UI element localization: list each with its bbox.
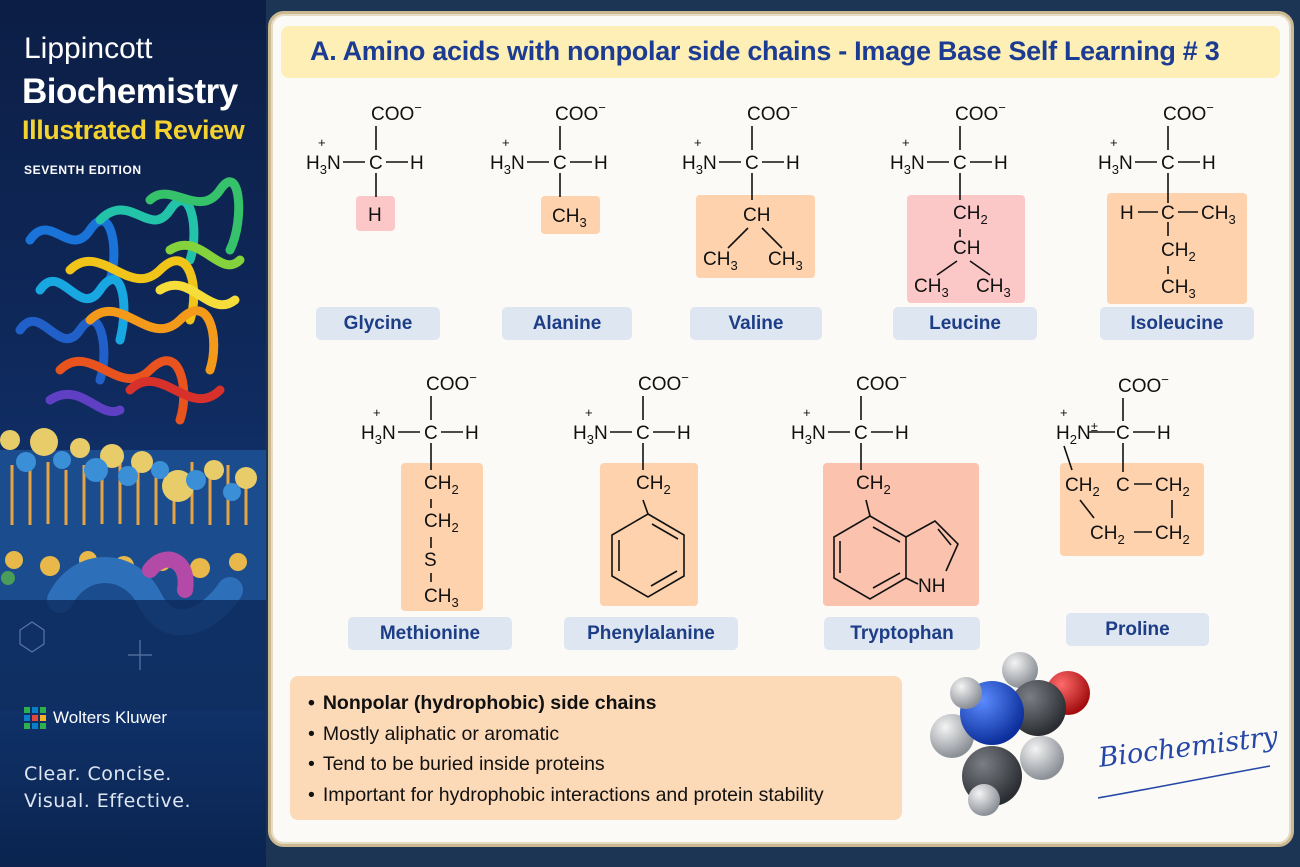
ball-and-stick-molecule-model — [930, 652, 1090, 816]
key-point: Important for hydrophobic interactions a… — [308, 780, 824, 811]
protein-ribbon-illustration — [15, 177, 245, 425]
amino-acid-name-badge: Alanine — [502, 307, 632, 340]
amino-acid-name-badge: Methionine — [348, 617, 512, 650]
cover-edition: SEVENTH EDITION — [24, 163, 142, 177]
book-cover: Lippincott Biochemistry Illustrated Revi… — [0, 0, 266, 867]
amino-acid-name-badge: Proline — [1066, 613, 1209, 646]
page-title: A. Amino acids with nonpolar side chains… — [310, 36, 1220, 66]
key-point: Nonpolar (hydrophobic) side chains — [308, 688, 824, 719]
publisher-name: Wolters Kluwer — [53, 708, 167, 727]
cover-tagline-2: Visual. Effective. — [24, 790, 192, 812]
key-point: Mostly aliphatic or aromatic — [308, 719, 824, 750]
header-band — [281, 26, 1280, 78]
amino-acid-name-badge: Leucine — [893, 307, 1037, 340]
amino-acid-name-badge: Isoleucine — [1100, 307, 1254, 340]
key-points-list: Nonpolar (hydrophobic) side chains Mostl… — [308, 688, 824, 810]
key-point: Tend to be buried inside proteins — [308, 749, 824, 780]
cover-brand: Lippincott — [24, 32, 153, 65]
cover-publisher: Wolters Kluwer — [24, 707, 167, 729]
cover-title: Biochemistry — [22, 72, 238, 111]
signature-underline — [1097, 765, 1271, 799]
key-points-box: Nonpolar (hydrophobic) side chains Mostl… — [290, 676, 902, 820]
amino-acid-name-badge: Glycine — [316, 307, 440, 340]
lipid-bilayer-illustration — [0, 428, 266, 710]
cover-illustration — [0, 177, 266, 710]
amino-acid-name-badge: Valine — [690, 307, 822, 340]
cover-subtitle: Illustrated Review — [22, 115, 245, 145]
cover-tagline-1: Clear. Concise. — [24, 763, 172, 785]
wolters-kluwer-logo — [24, 707, 46, 729]
amino-acid-name-badge: Tryptophan — [824, 617, 980, 650]
amino-acid-name-badge: Phenylalanine — [564, 617, 738, 650]
